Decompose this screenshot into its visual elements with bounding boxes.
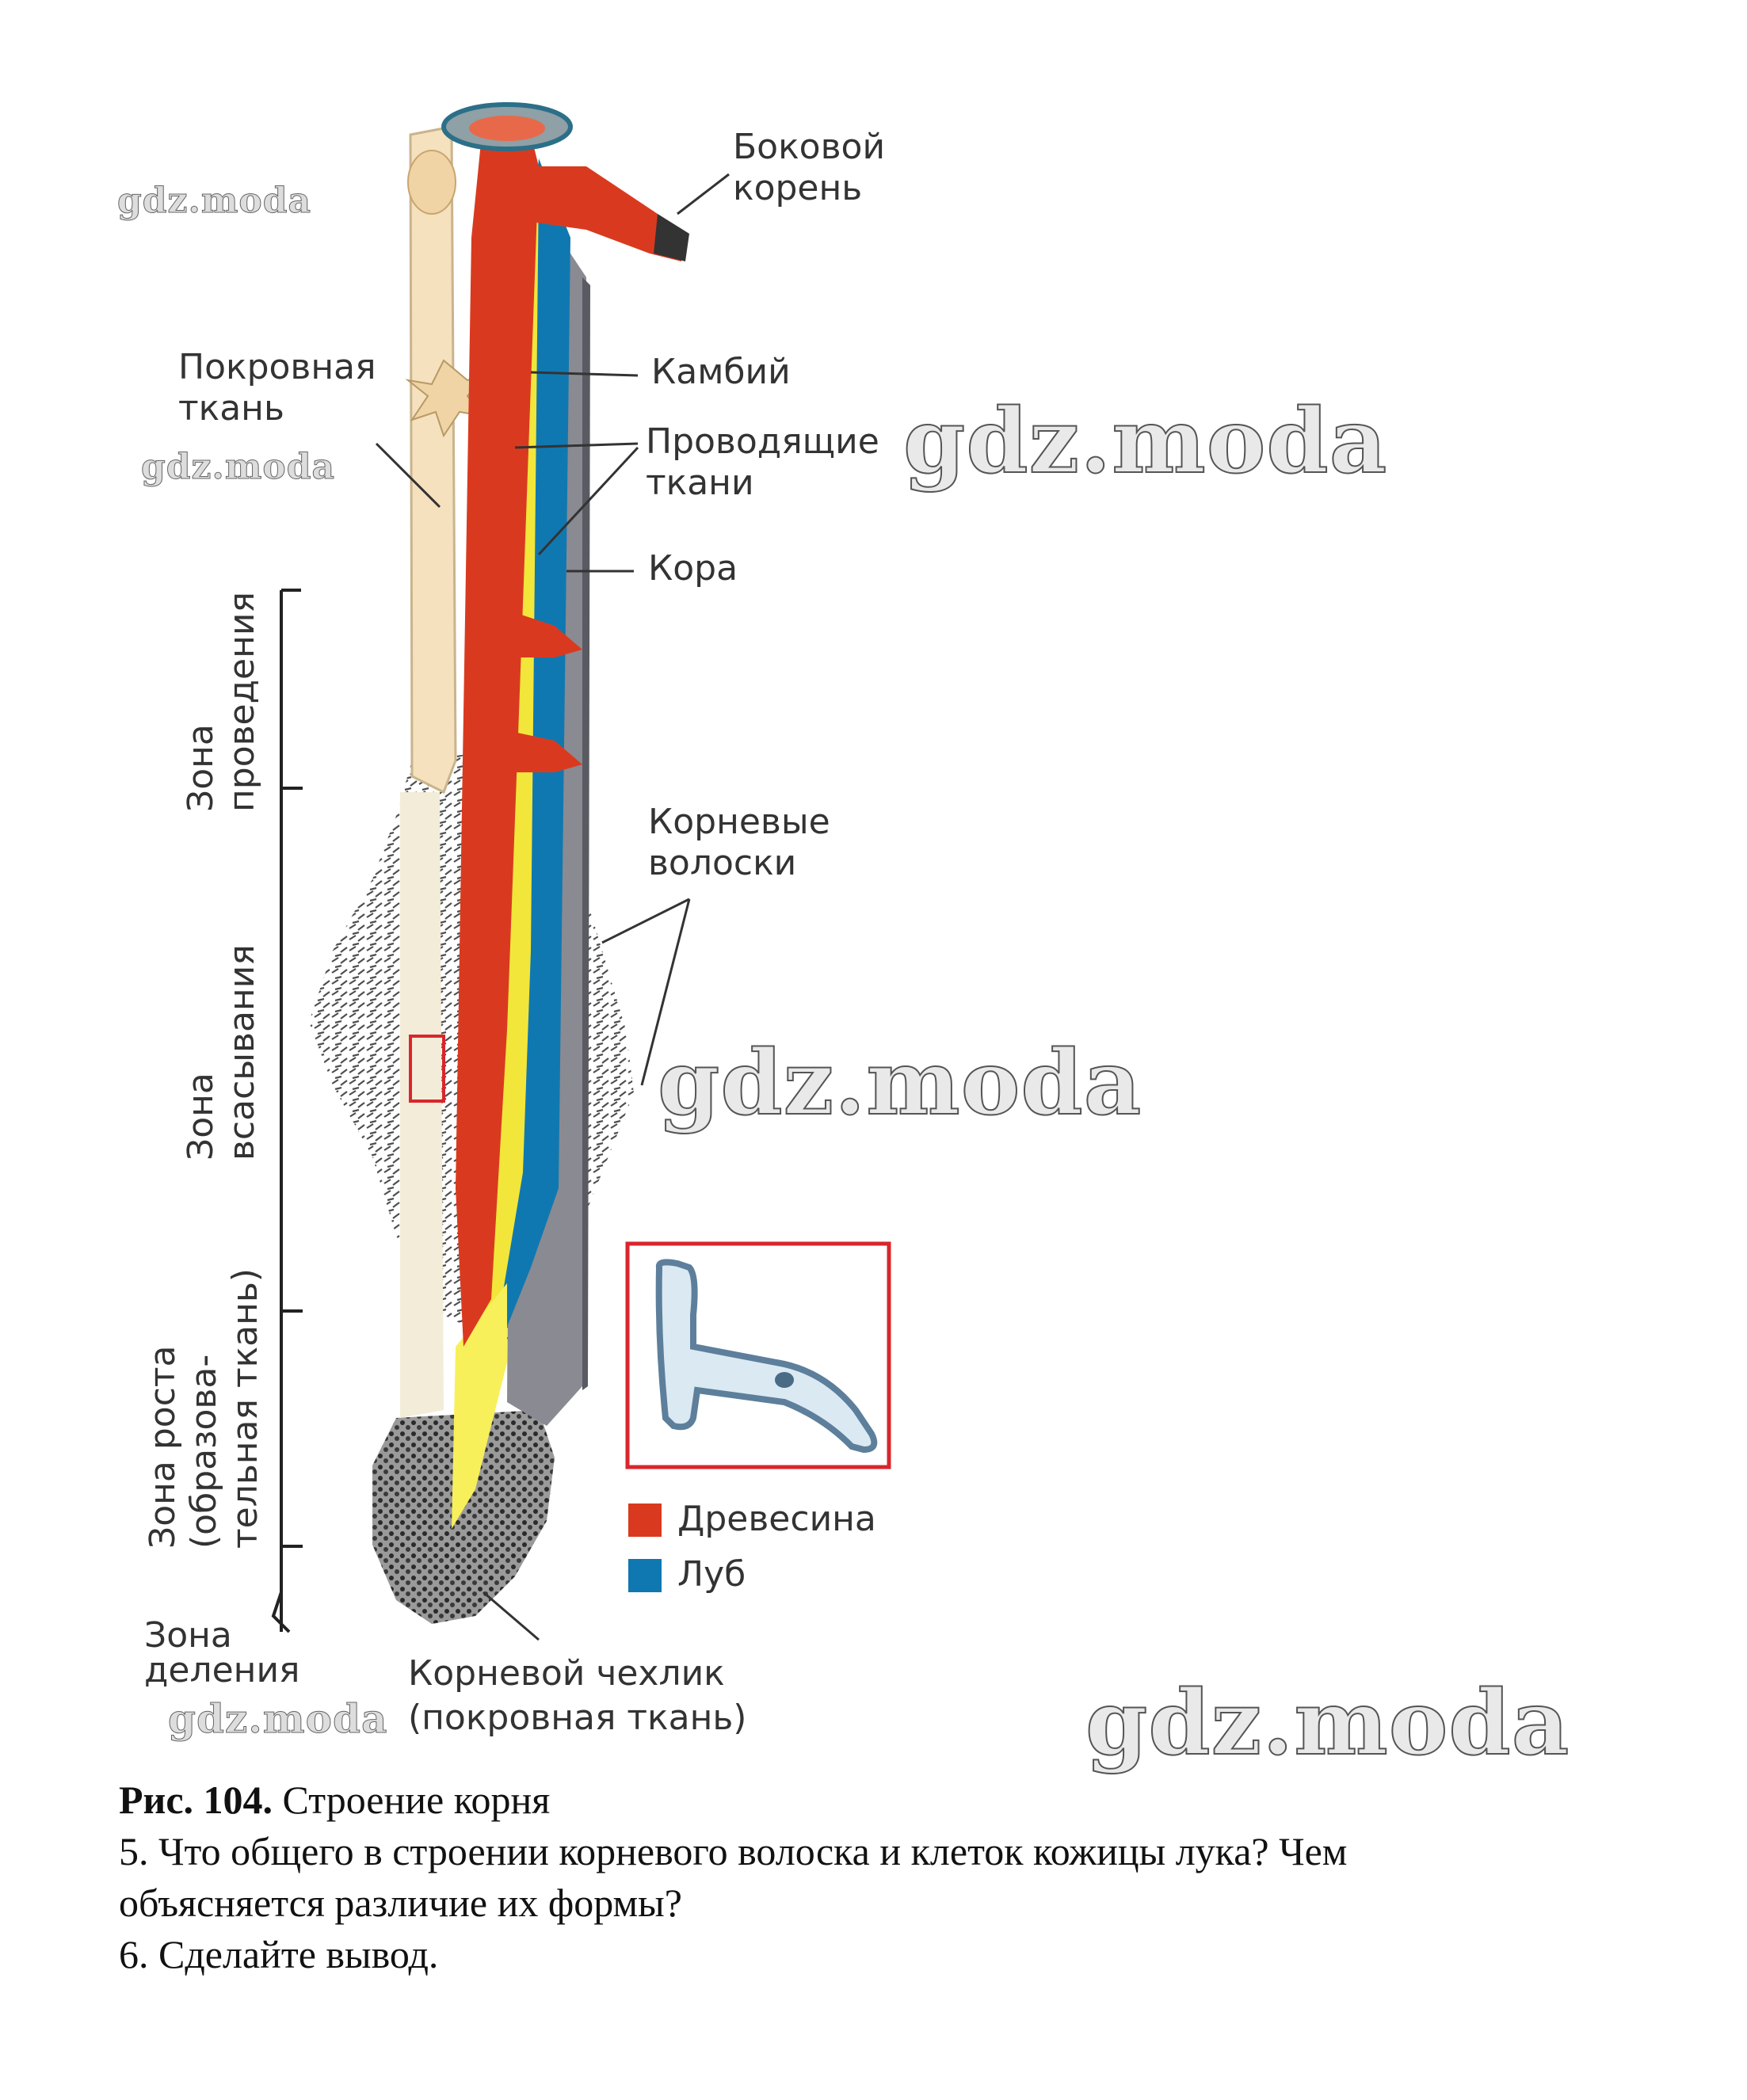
watermark-5: gdz.moda	[167, 1695, 388, 1743]
legend-wood-label: Древесина	[677, 1499, 876, 1539]
question-6: 6. Сделайте вывод.	[119, 1932, 439, 1976]
watermark-2: gdz.moda	[140, 447, 336, 488]
hair-marker	[409, 1035, 445, 1103]
watermark-4: gdz.moda	[657, 1031, 1142, 1136]
watermark-6: gdz.moda	[1085, 1671, 1570, 1776]
legend-bast-swatch	[628, 1559, 662, 1592]
label-cambium: Камбий	[651, 352, 791, 392]
legend-wood-swatch	[628, 1504, 662, 1537]
caption-number: Рис. 104.	[119, 1778, 273, 1822]
watermark-3: gdz.moda	[902, 389, 1388, 494]
zone-bracket	[271, 589, 303, 1633]
watermark-1: gdz.moda	[116, 181, 312, 222]
root-top-section	[441, 102, 573, 151]
question-5-line-1: 5. Что общего в строении корневого волос…	[119, 1829, 1348, 1873]
root-cap	[372, 1410, 555, 1624]
label-root-cap: Корневой чехлик(покровная ткань)	[408, 1653, 747, 1738]
wood-layer	[456, 119, 689, 1347]
question-5-line-2: объясняется различие их формы?	[119, 1881, 682, 1925]
root-hair-inset	[625, 1241, 891, 1469]
caption-text: Строение корня	[273, 1778, 551, 1822]
figure-caption: Рис. 104. Строение корня	[119, 1774, 550, 1826]
legend-bast-label: Луб	[677, 1554, 746, 1595]
label-cortex: Кора	[648, 548, 738, 589]
label-zone-growth: Зона роста(образова-тельная ткань)	[143, 1268, 265, 1549]
leader-lines	[375, 173, 730, 1641]
